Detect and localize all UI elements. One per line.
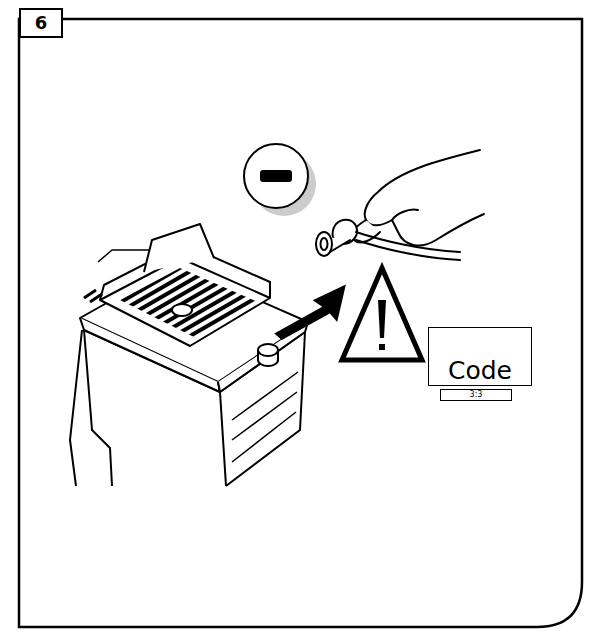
arrow <box>274 280 346 345</box>
display-box: 3:3 <box>440 389 512 401</box>
minus-symbol <box>244 144 316 216</box>
label-text: 3:3 <box>470 391 483 399</box>
label-text: 6 <box>35 14 48 32</box>
label-text: Code <box>448 358 512 383</box>
frame <box>19 19 582 627</box>
warning-symbol <box>342 268 422 360</box>
step-number-tab: 6 <box>19 8 63 38</box>
radio-code-icon: Code <box>428 327 532 386</box>
battery <box>70 224 308 486</box>
hand-with-terminal <box>316 150 484 260</box>
